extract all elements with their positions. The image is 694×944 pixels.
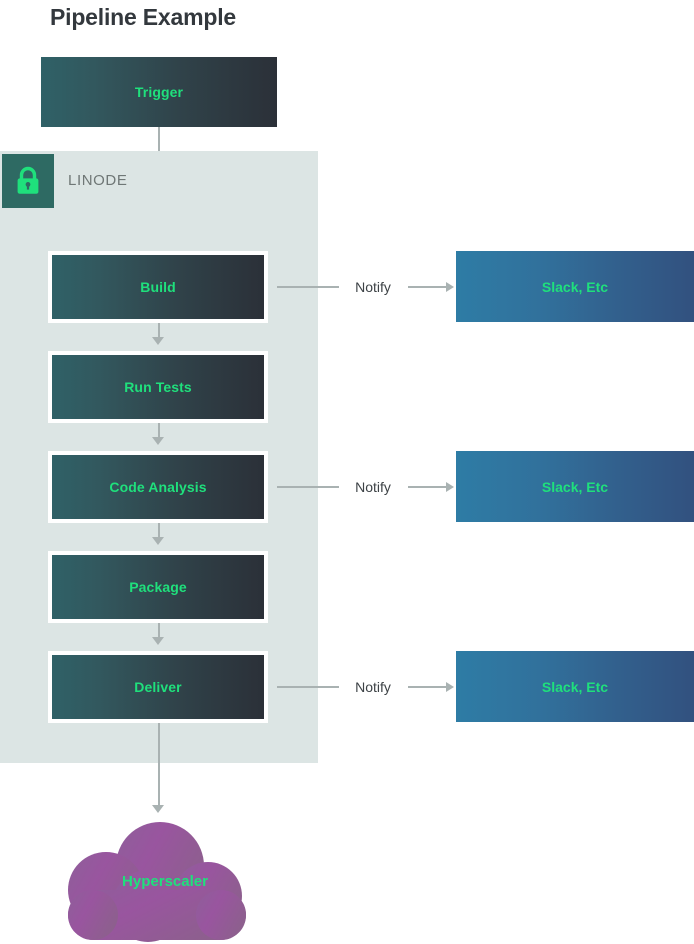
notify-line-left-3 (277, 686, 339, 688)
notify-target-label: Slack, Etc (541, 478, 609, 495)
cloud-icon (68, 822, 246, 942)
stage-box-code-analysis[interactable]: Code Analysis (48, 451, 268, 523)
connector-build-to-run-tests (158, 323, 160, 341)
stage-label: Deliver (134, 679, 182, 695)
arrowhead-notify-3 (446, 682, 454, 692)
stage-label: Trigger (134, 84, 184, 100)
cloud-node[interactable]: Hyperscaler (48, 818, 266, 944)
notify-label-1: Notify (355, 279, 391, 295)
notify-target-box-2[interactable]: Slack, Etc (456, 451, 694, 522)
stage-label: Build (140, 279, 176, 295)
linode-label: LINODE (68, 172, 128, 189)
arrowhead-run-tests-to-code-analysis (152, 437, 164, 445)
notify-target-label: Slack, Etc (541, 678, 609, 695)
connector-code-analysis-to-package (158, 523, 160, 541)
notify-label-2: Notify (355, 479, 391, 495)
stage-box-deliver[interactable]: Deliver (48, 651, 268, 723)
arrowhead-build-to-run-tests (152, 337, 164, 345)
notify-line-left-2 (277, 486, 339, 488)
notify-target-label: Slack, Etc (541, 278, 609, 295)
connector-run-tests-to-code-analysis (158, 423, 160, 441)
stage-box-trigger[interactable]: Trigger (41, 57, 277, 127)
arrowhead-package-to-deliver (152, 637, 164, 645)
notify-line-right-1 (408, 286, 448, 288)
notify-line-left-1 (277, 286, 339, 288)
notify-line-right-2 (408, 486, 448, 488)
arrowhead-notify-1 (446, 282, 454, 292)
notify-line-right-3 (408, 686, 448, 688)
stage-box-build[interactable]: Build (48, 251, 268, 323)
notify-target-box-1[interactable]: Slack, Etc (456, 251, 694, 322)
notify-target-box-3[interactable]: Slack, Etc (456, 651, 694, 722)
stage-label: Package (129, 579, 187, 595)
arrowhead-notify-2 (446, 482, 454, 492)
stage-box-package[interactable]: Package (48, 551, 268, 623)
lock-icon (2, 154, 54, 208)
connector-package-to-deliver (158, 623, 160, 641)
arrowhead-code-analysis-to-package (152, 537, 164, 545)
stage-box-run-tests[interactable]: Run Tests (48, 351, 268, 423)
notify-label-3: Notify (355, 679, 391, 695)
page-title: Pipeline Example (50, 4, 236, 30)
arrowhead-deliver-to-cloud (152, 805, 164, 813)
stage-label: Code Analysis (109, 479, 207, 495)
stage-label: Run Tests (124, 379, 192, 395)
connector-deliver-to-cloud (158, 723, 160, 807)
